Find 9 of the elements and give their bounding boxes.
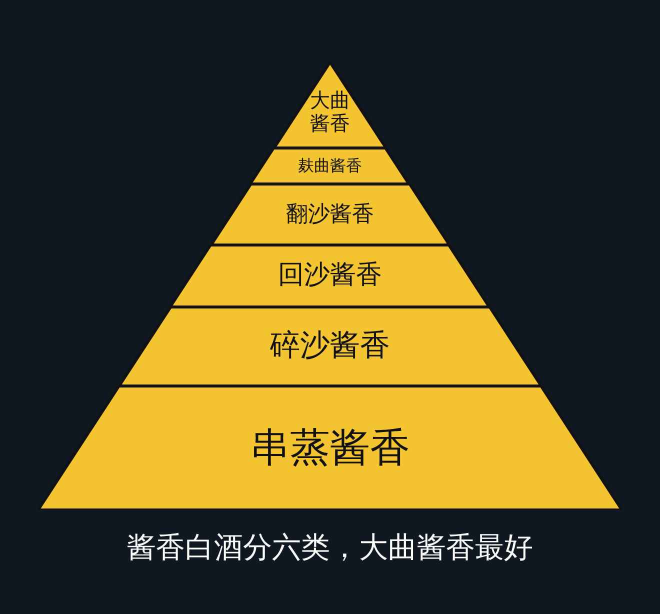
tier-label: 串蒸酱香 <box>250 425 410 471</box>
tier-label: 翻沙酱香 <box>286 202 374 228</box>
caption: 酱香白酒分六类，大曲酱香最好 <box>126 529 534 566</box>
tier-label: 大曲酱香 <box>308 89 351 135</box>
pyramid-tier <box>274 62 386 148</box>
pyramid-tier <box>170 245 490 307</box>
tier-label: 麸曲酱香 <box>298 156 362 176</box>
tier-label: 碎沙酱香 <box>270 329 390 364</box>
tier-label: 回沙酱香 <box>278 261 382 291</box>
